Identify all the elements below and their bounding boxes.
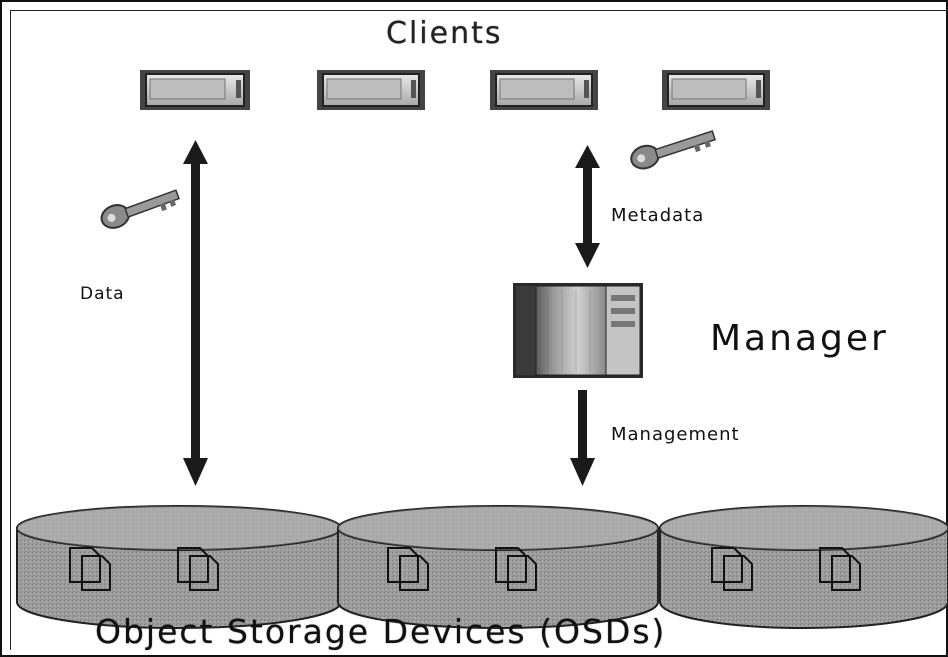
storage-device-2: [337, 505, 659, 629]
arrow-icon: [183, 140, 208, 486]
key-icon: [100, 189, 180, 229]
metadata-label: Metadata: [611, 205, 705, 226]
file-icon: [387, 547, 429, 591]
clients-title: Clients: [386, 16, 503, 51]
manager-server: [513, 283, 643, 378]
data-key: [100, 189, 180, 229]
metadata-arrow: [575, 145, 600, 268]
disk-icon: [659, 505, 948, 629]
arrow-icon: [575, 145, 600, 268]
client-computer-1: [140, 70, 250, 110]
file-icon: [495, 547, 537, 591]
diagram-inner-border: [10, 10, 948, 650]
management-label: Management: [611, 424, 740, 445]
management-arrow: [570, 390, 595, 486]
arrow-icon: [570, 390, 595, 486]
computer-icon: [140, 70, 250, 110]
server-icon: [513, 283, 643, 378]
client-computer-2: [317, 70, 425, 110]
osd-title: Object Storage Devices (OSDs): [95, 612, 667, 651]
key-icon: [630, 130, 716, 170]
file-icon: [711, 547, 753, 591]
storage-device-1: [16, 505, 342, 629]
manager-label: Manager: [710, 318, 889, 359]
file-icon: [177, 547, 219, 591]
data-label: Data: [80, 284, 125, 304]
client-computer-4: [662, 70, 770, 110]
computer-icon: [490, 70, 598, 110]
file-icon: [69, 547, 111, 591]
data-arrow: [183, 140, 208, 486]
metadata-key: [630, 130, 716, 170]
client-computer-3: [490, 70, 598, 110]
file-icon: [819, 547, 861, 591]
disk-icon: [337, 505, 659, 629]
computer-icon: [662, 70, 770, 110]
storage-device-3: [659, 505, 948, 629]
computer-icon: [317, 70, 425, 110]
